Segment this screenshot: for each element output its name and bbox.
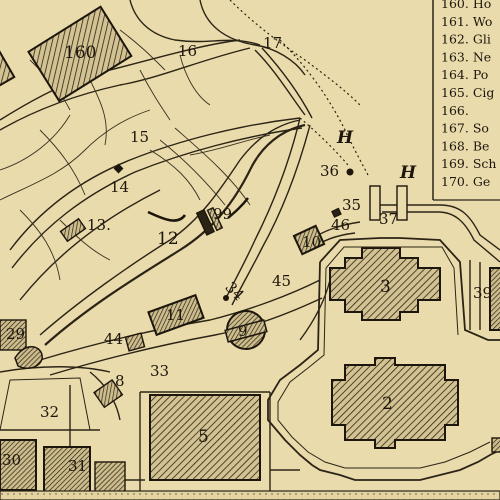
building-30 [0, 439, 37, 491]
legend-entry-text: Po [473, 67, 488, 82]
label-160: 160 [64, 43, 96, 63]
building-29 [0, 319, 43, 369]
boundary-dotted-diag [279, 39, 369, 176]
label-8: 8 [115, 372, 125, 390]
label-14: 14 [110, 178, 129, 196]
legend-entry: 170. Ge [441, 174, 490, 189]
legend-entry-number: 166. [441, 103, 469, 118]
legend-entry: 163. Ne [441, 49, 491, 64]
legend-entry-text: Ho [473, 0, 491, 11]
label-36: 36 [320, 162, 339, 180]
legend-entry: 167. So [441, 121, 489, 136]
label-17: 17 [263, 34, 282, 52]
label-35: 35 [342, 196, 361, 214]
building-11 [147, 293, 205, 337]
label-5: 5 [198, 427, 209, 447]
legend-entry-number: 161. [441, 14, 469, 29]
legend-entry: 166. [441, 103, 469, 118]
legend-entry-number: 163. [441, 49, 469, 64]
stream-2 [227, 197, 249, 219]
label-31: 31 [68, 457, 87, 475]
marker-36 [346, 168, 354, 176]
label-h-gate: H [399, 163, 417, 183]
building-3 [329, 247, 441, 321]
building-99 [195, 206, 224, 236]
legend-entry: 169. Sch [441, 156, 496, 171]
terrace-outline-inner [277, 246, 491, 469]
marker-34 [223, 295, 229, 301]
label-45: 45 [272, 272, 291, 290]
label-46: 46 [331, 216, 350, 234]
legend-entry-text: Ne [473, 49, 491, 64]
legend-entry-text: Be [473, 138, 490, 153]
boundary-dotted-mid [299, 117, 349, 166]
label-99: 99 [213, 205, 232, 223]
label-9: 9 [238, 322, 248, 340]
legend-entry-text: So [473, 121, 489, 136]
area-32 [0, 377, 91, 431]
marker-14 [113, 163, 124, 174]
building-2 [331, 357, 459, 449]
legend-entry-text: Wo [473, 14, 493, 29]
label-32: 32 [40, 403, 59, 421]
building-top-left [0, 49, 16, 90]
label-2: 2 [382, 394, 393, 414]
legend-entry-number: 165. [441, 85, 469, 100]
label-13: 13. [87, 216, 111, 234]
legend-entry: 160. Ho [441, 0, 491, 11]
legend-entry-text: Sch [473, 156, 497, 171]
boundary-dotted-top [229, 0, 361, 106]
label-15: 15 [130, 128, 149, 146]
legend-entry-number: 169. [441, 156, 469, 171]
label-37: 37 [379, 210, 398, 228]
legend-entry: 162. Gli [441, 32, 491, 47]
building-37 [369, 185, 408, 221]
stream [147, 210, 187, 222]
legend-entry: 168. Be [441, 138, 489, 153]
building-5 [149, 394, 261, 481]
label-3: 3 [380, 277, 391, 297]
label-29: 29 [6, 325, 25, 343]
legend-entry-text: Cig [473, 85, 495, 100]
label-33: 33 [150, 362, 169, 380]
label-30: 30 [2, 451, 21, 469]
building-right-small [491, 437, 500, 453]
building-39 [489, 267, 500, 331]
building-8 [93, 378, 124, 409]
map-labels: 160 16 17 H H 15 14 13. 12 99 36 35 46 3… [2, 34, 492, 475]
map-bottom-border [0, 490, 500, 500]
label-h-top: H [336, 128, 354, 148]
legend-entry: 161. Wo [441, 14, 492, 29]
legend-entry-number: 160. [441, 0, 469, 11]
legend-entry-number: 168. [441, 138, 469, 153]
building-9 [224, 310, 268, 350]
label-16: 16 [178, 42, 197, 60]
label-10: 10 [302, 233, 321, 251]
building-160 [27, 5, 133, 103]
label-12: 12 [157, 229, 179, 249]
legend-entry-number: 167. [441, 121, 469, 136]
building-13 [59, 217, 87, 243]
legend-entry: 165. Cig [441, 85, 494, 100]
building-46 [331, 207, 342, 218]
legend-entry-text: Gli [473, 32, 491, 47]
legend-entry-number: 170. [441, 174, 469, 189]
label-44: 44 [104, 330, 123, 348]
terrace-outline [267, 237, 500, 481]
legend-entry-number: 162. [441, 32, 469, 47]
label-39: 39 [473, 284, 492, 302]
legend-entry: 164. Po [441, 67, 488, 82]
label-11: 11 [166, 306, 185, 324]
legend-panel: 160.Ho161.Wo162.Gli163.Ne164.Po165.Cig16… [432, 0, 500, 201]
legend-entry-text: Ge [473, 174, 490, 189]
building-44 [124, 332, 146, 352]
legend-entry-number: 164. [441, 67, 469, 82]
building-10 [292, 224, 326, 256]
